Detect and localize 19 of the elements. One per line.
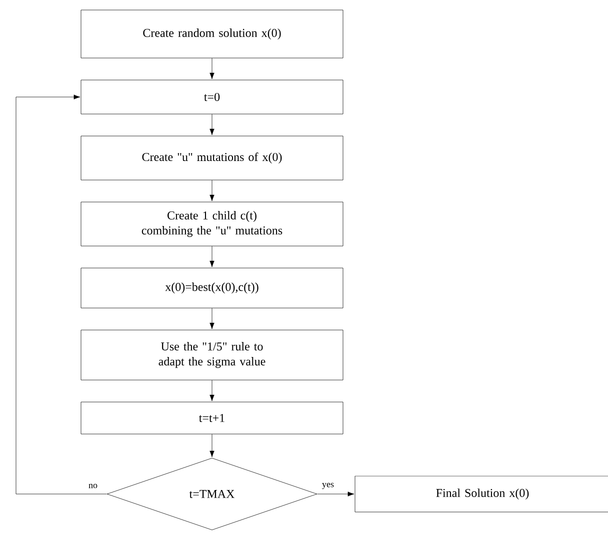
arrow (210, 434, 214, 458)
process-box: Create random solution x(0) (80, 10, 344, 58)
arrow (317, 492, 354, 496)
arrow (210, 246, 214, 268)
arrow (210, 180, 214, 202)
process-box: t=t+1 (80, 402, 344, 434)
process-box: Create "u" mutations of x(0) (80, 136, 344, 180)
process-box: Create 1 child c(t) combining the "u" mutations (80, 202, 344, 246)
edge-label: yes (322, 482, 334, 490)
edge-label: no (88, 484, 98, 488)
arrow (210, 58, 214, 80)
process-box: Final Solution x(0) (354, 476, 608, 512)
process-box: Use the "1/5" rule to adapt the sigma value (80, 330, 344, 380)
arrow (16, 94, 107, 494)
process-box: x(0)=best(x(0),c(t)) (80, 268, 344, 308)
arrow (210, 380, 214, 402)
process-box: t=0 (80, 80, 344, 114)
arrow (210, 114, 214, 136)
arrow (210, 308, 214, 330)
